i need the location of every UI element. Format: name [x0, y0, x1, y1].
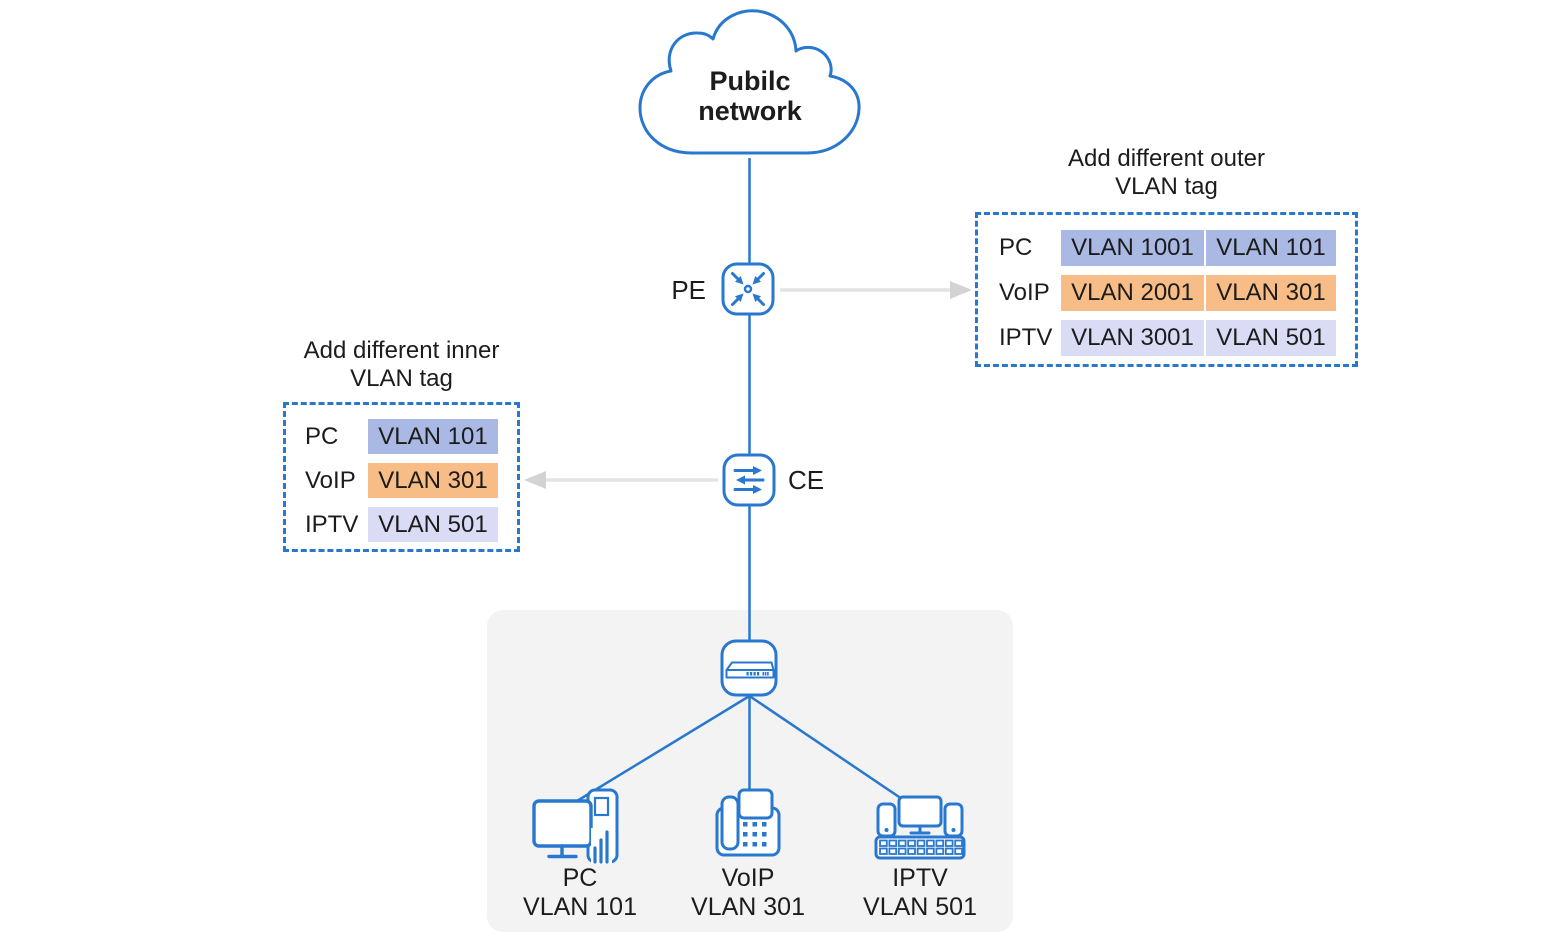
- vlan-tag-cell: VLAN 301: [368, 463, 498, 498]
- outer-row-iptv: IPTV VLAN 3001 VLAN 501: [999, 320, 1355, 356]
- pe-router-icon: [721, 262, 775, 316]
- ce-label: CE: [788, 465, 825, 495]
- pe-callout-arrow: [780, 281, 972, 299]
- inner-row-voip: VoIP VLAN 301: [305, 463, 517, 498]
- voip-device-label: VoIP VLAN 301: [691, 864, 805, 921]
- ce-callout-arrow: [524, 471, 718, 489]
- row-label: VoIP: [305, 466, 356, 494]
- row-label: IPTV: [999, 324, 1053, 351]
- outer-vlan-cell: VLAN 2001: [1061, 275, 1204, 311]
- row-label: VoIP: [999, 279, 1050, 306]
- lan-switch-icon: [720, 639, 778, 697]
- ce-switch-icon: [722, 453, 776, 507]
- public-network-label: Pubilc network: [698, 66, 802, 126]
- pc-device-label: PC VLAN 101: [523, 864, 637, 921]
- public-network-cloud-icon: [638, 9, 861, 155]
- row-label: PC: [305, 422, 339, 450]
- iptv-tv-icon: [874, 795, 966, 860]
- inner-tag-title: Add different inner VLAN tag: [303, 337, 500, 392]
- row-label: PC: [999, 234, 1033, 261]
- outer-row-voip: VoIP VLAN 2001 VLAN 301: [999, 275, 1355, 311]
- vlan-tag-cell: VLAN 501: [368, 507, 498, 542]
- voip-phone-icon: [715, 788, 781, 857]
- inner-vlan-cell: VLAN 501: [1206, 320, 1336, 356]
- outer-tag-title: Add different outer VLAN tag: [1067, 145, 1266, 200]
- iptv-device-label: IPTV VLAN 501: [863, 864, 977, 921]
- row-label: IPTV: [305, 510, 359, 538]
- outer-tag-box: PC VLAN 1001 VLAN 101 VoIP VLAN 2001 VLA…: [975, 212, 1358, 367]
- pc-desktop-icon: [532, 788, 619, 864]
- inner-vlan-cell: VLAN 101: [1206, 230, 1336, 266]
- outer-vlan-cell: VLAN 1001: [1061, 230, 1204, 266]
- outer-vlan-cell: VLAN 3001: [1061, 320, 1204, 356]
- outer-row-pc: PC VLAN 1001 VLAN 101: [999, 230, 1355, 266]
- pe-label: PE: [671, 275, 706, 305]
- inner-row-pc: PC VLAN 101: [305, 419, 517, 454]
- vlan-tag-cell: VLAN 101: [368, 419, 498, 454]
- inner-vlan-cell: VLAN 301: [1206, 275, 1336, 311]
- inner-row-iptv: IPTV VLAN 501: [305, 507, 517, 542]
- inner-tag-box: PC VLAN 101 VoIP VLAN 301 IPTV VLAN 501: [283, 402, 520, 552]
